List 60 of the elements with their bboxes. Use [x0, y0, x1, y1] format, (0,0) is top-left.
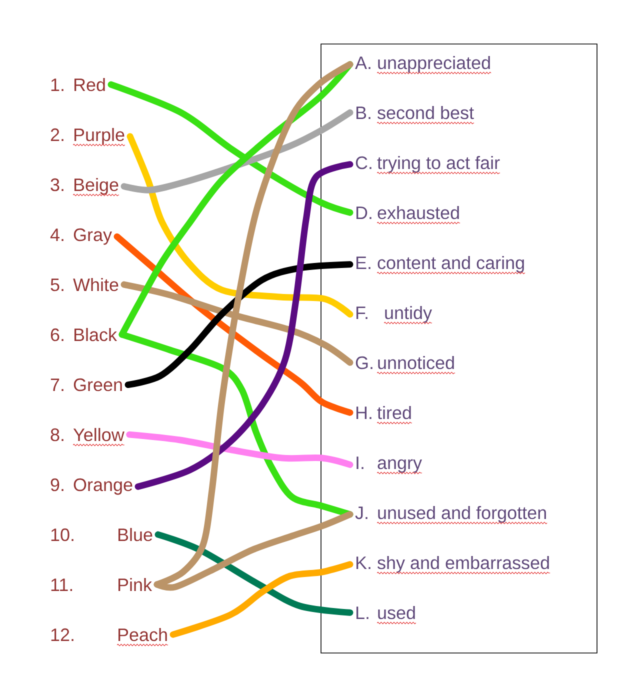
matching-line — [126, 133, 354, 318]
list-number: 3. — [50, 178, 64, 192]
answer-letter: L. — [356, 606, 368, 619]
matching-line — [120, 281, 354, 366]
matching-line — [154, 511, 354, 591]
feeling-word: shy and embarrassed — [378, 556, 549, 573]
color-word: White — [73, 278, 118, 292]
list-number: 1. — [51, 78, 64, 91]
answer-letter: A. — [355, 56, 370, 69]
feeling-word: second best — [378, 106, 474, 120]
answer-letter: B. — [356, 106, 370, 119]
color-word: Black — [74, 328, 118, 342]
color-word: Purple — [74, 128, 124, 145]
list-number: 10. — [51, 528, 74, 542]
list-number: 11. — [51, 578, 72, 591]
matching-line — [170, 561, 354, 638]
matching-line — [124, 261, 354, 388]
answer-letter: F. — [356, 306, 368, 319]
color-word: Yellow — [73, 428, 124, 442]
color-word: Peach — [118, 628, 167, 642]
answer-letter: C. — [356, 156, 372, 170]
color-word: Gray — [74, 228, 112, 245]
feeling-word: exhausted — [378, 206, 459, 220]
answer-letter: D. — [356, 206, 372, 219]
list-number: 7. — [50, 378, 64, 391]
feeling-word: trying to act fair — [377, 156, 500, 173]
list-number: 5. — [50, 278, 64, 292]
answer-frame — [320, 44, 598, 654]
list-number: 12. — [51, 628, 74, 641]
feeling-word: used — [378, 606, 415, 620]
list-number: 9. — [50, 478, 64, 492]
matching-line — [108, 81, 354, 216]
answer-letter: J. — [355, 506, 368, 520]
answer-letter: I. — [356, 456, 364, 469]
answer-letter: G. — [356, 356, 372, 370]
list-number: 2. — [50, 128, 64, 141]
answer-letter: K. — [356, 556, 370, 569]
feeling-word: untidy — [385, 306, 432, 323]
matching-line — [134, 161, 354, 490]
matching-line — [120, 109, 354, 194]
list-number: 6. — [50, 328, 64, 342]
matching-line — [154, 531, 354, 616]
color-word: Red — [74, 78, 105, 92]
feeling-word: content and caring — [378, 256, 524, 273]
color-word: Blue — [118, 528, 152, 542]
list-number: 8. — [50, 428, 64, 442]
feeling-word: unappreciated — [378, 56, 490, 73]
answer-letter: E. — [356, 256, 370, 269]
answer-letter: H. — [356, 406, 372, 419]
color-word: Pink — [118, 578, 152, 591]
list-number: 4. — [50, 228, 64, 241]
color-word: Beige — [74, 178, 118, 195]
matching-line — [126, 431, 354, 468]
feeling-word: angry — [378, 459, 422, 473]
color-word: Green — [74, 378, 122, 392]
feeling-word: unnoticed — [378, 356, 454, 370]
feeling-word: unused and forgotten — [378, 506, 546, 523]
matching-line — [114, 233, 354, 416]
color-word: Orange — [74, 478, 132, 495]
feeling-word: tired — [377, 406, 411, 420]
